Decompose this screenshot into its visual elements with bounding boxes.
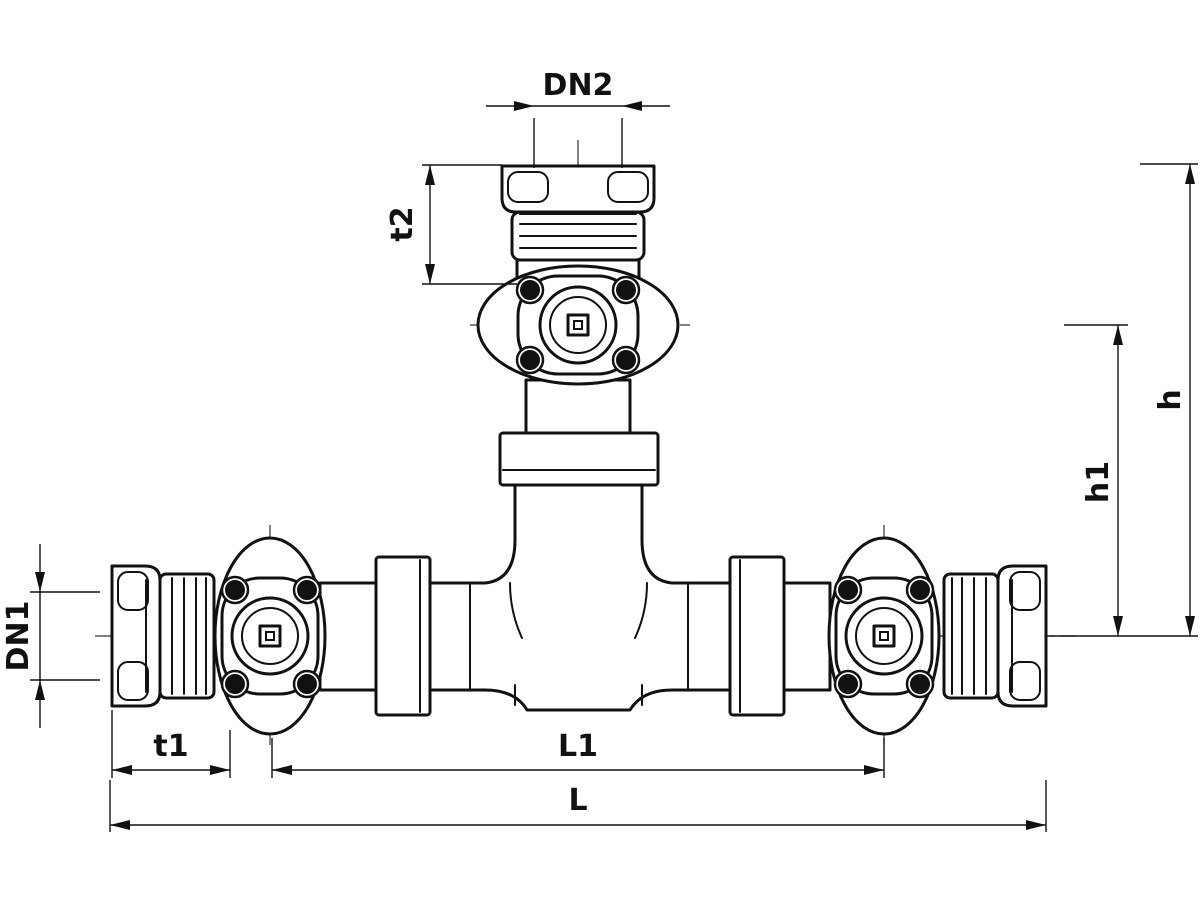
right-valve-flange — [827, 536, 941, 736]
label-l: L — [568, 783, 587, 818]
left-outlet — [110, 564, 216, 708]
top-flange-bolts — [515, 275, 641, 375]
dimension-h: h — [1046, 163, 1198, 637]
dimension-dn2: DN2 — [486, 68, 670, 168]
left-flange-bolts — [220, 575, 322, 699]
label-t2: t2 — [385, 206, 420, 241]
label-h: h — [1153, 389, 1188, 410]
label-l1: L1 — [558, 729, 598, 764]
dimension-t1: t1 — [111, 710, 231, 778]
left-valve-flange — [213, 536, 327, 736]
label-h1: h1 — [1081, 461, 1116, 503]
label-dn2: DN2 — [543, 68, 614, 103]
label-t1: t1 — [153, 729, 188, 764]
dimension-t2: t2 — [385, 164, 517, 285]
dimension-h1: h1 — [1064, 324, 1128, 636]
label-dn1: DN1 — [1, 601, 36, 672]
right-flange-bolts — [833, 575, 935, 699]
tee-body — [318, 378, 832, 717]
dimension-l: L — [109, 780, 1047, 832]
right-outlet — [942, 564, 1048, 708]
dimension-dn1: DN1 — [1, 544, 100, 728]
dimension-l1: L1 — [271, 729, 885, 778]
